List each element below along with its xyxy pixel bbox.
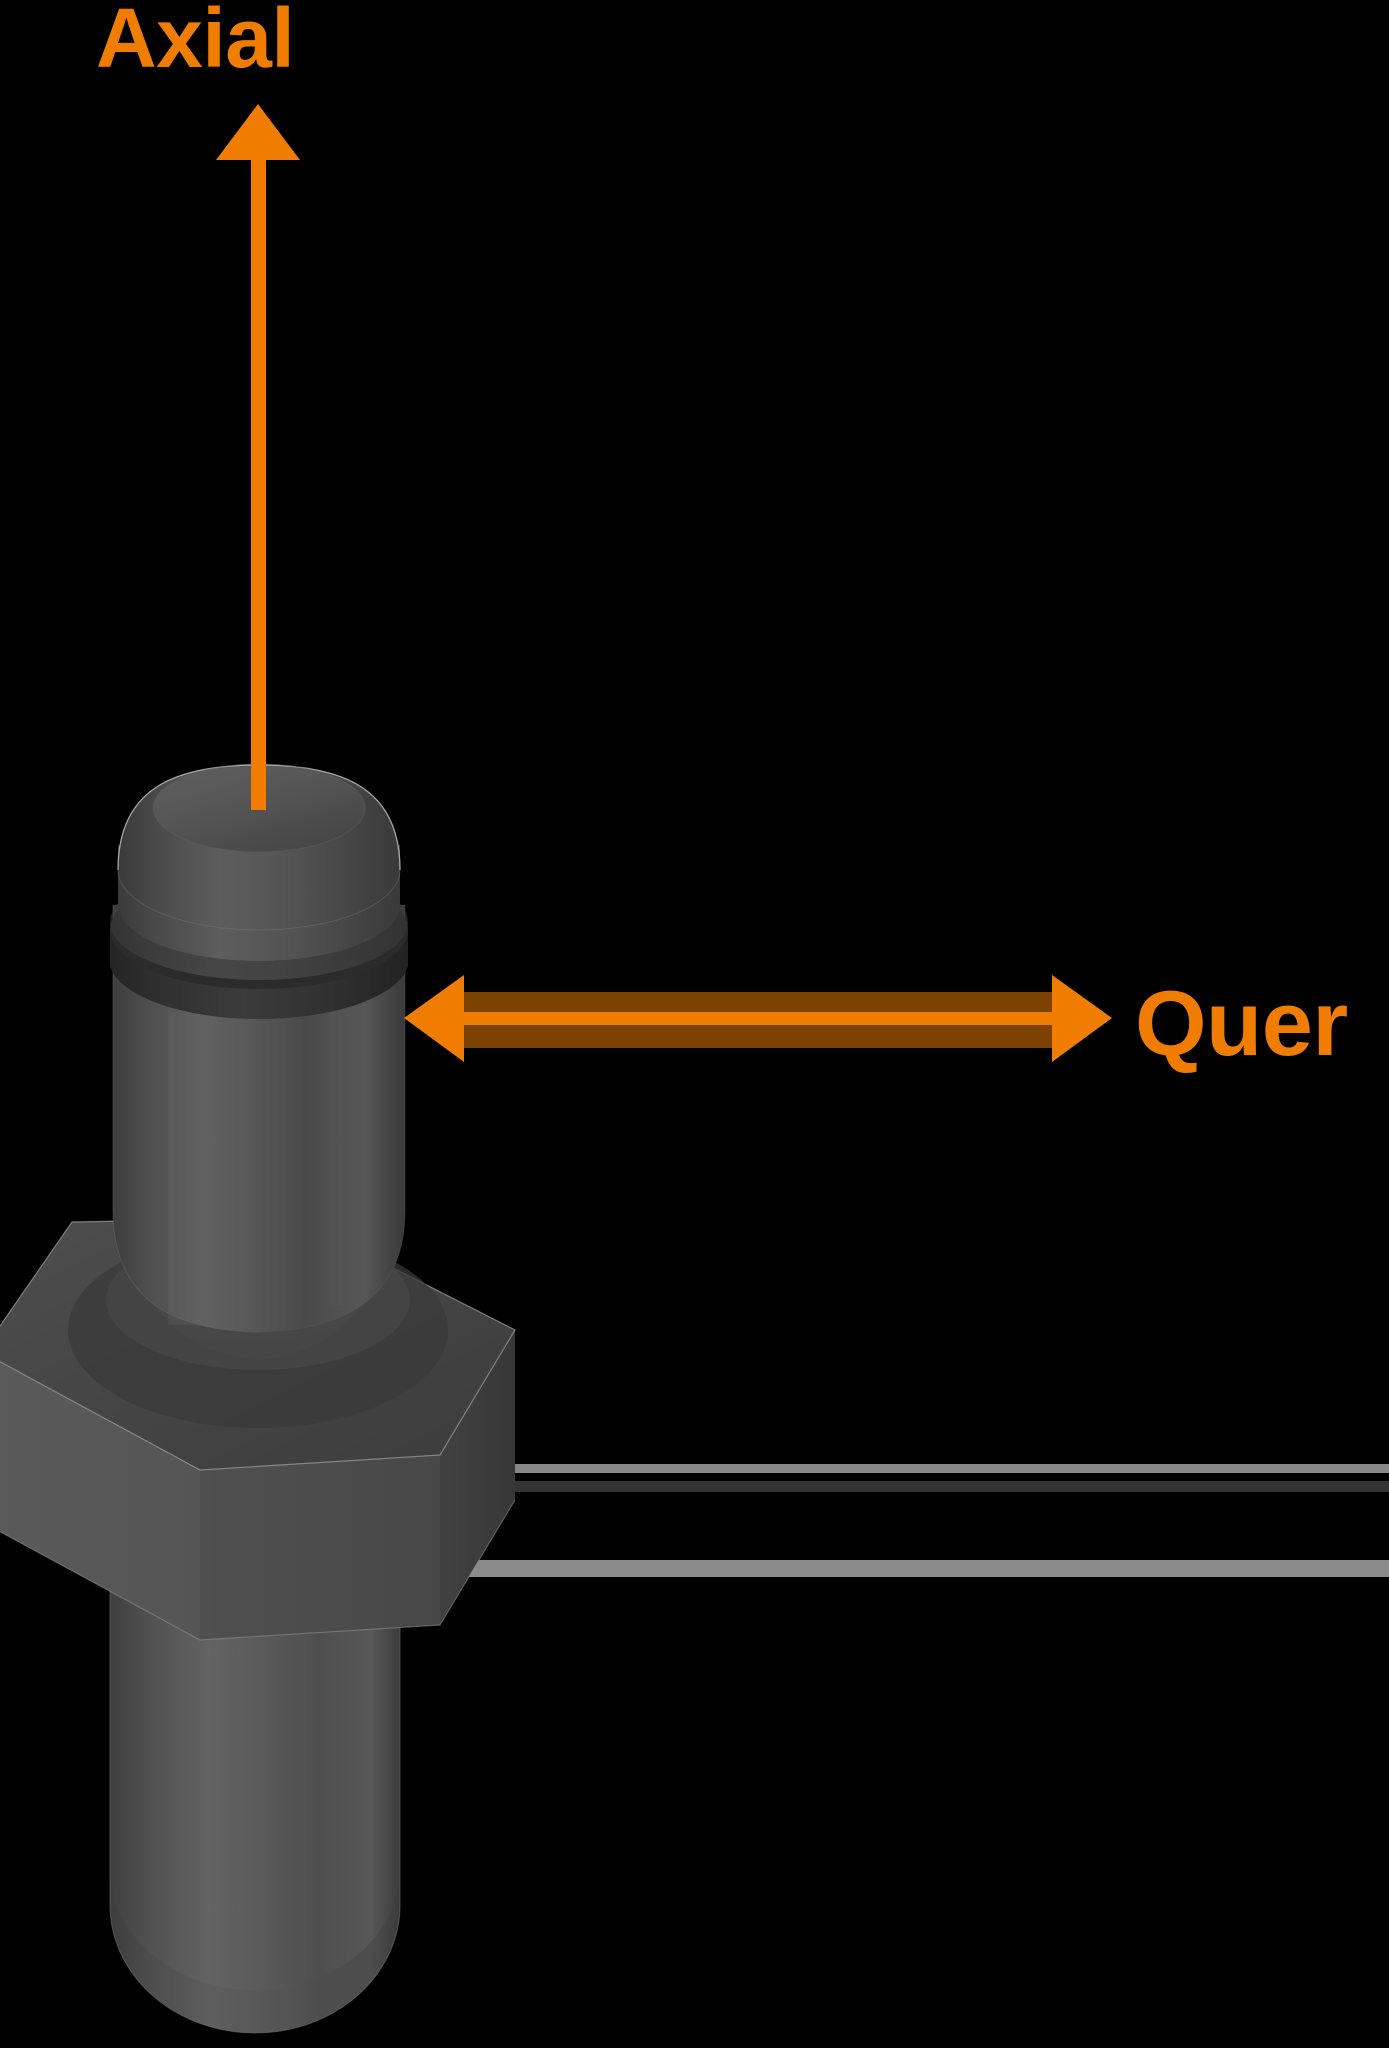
quer-arrow-head-left [404, 975, 464, 1062]
axial-arrow-head [216, 104, 300, 160]
quer-arrow [404, 975, 1112, 1062]
axial-arrow [216, 104, 300, 810]
upper-guide-line [488, 1464, 1389, 1473]
quer-arrow-head-right [1052, 975, 1112, 1062]
axial-arrow-shaft [251, 150, 266, 810]
guide-lines [400, 1464, 1389, 1577]
lower-guide-line [478, 1481, 1389, 1492]
quer-arrow-line [430, 1012, 1080, 1025]
base-guide-line [400, 1560, 1389, 1577]
axial-label: Axial [96, 0, 295, 85]
quer-label: Quer [1135, 973, 1348, 1075]
